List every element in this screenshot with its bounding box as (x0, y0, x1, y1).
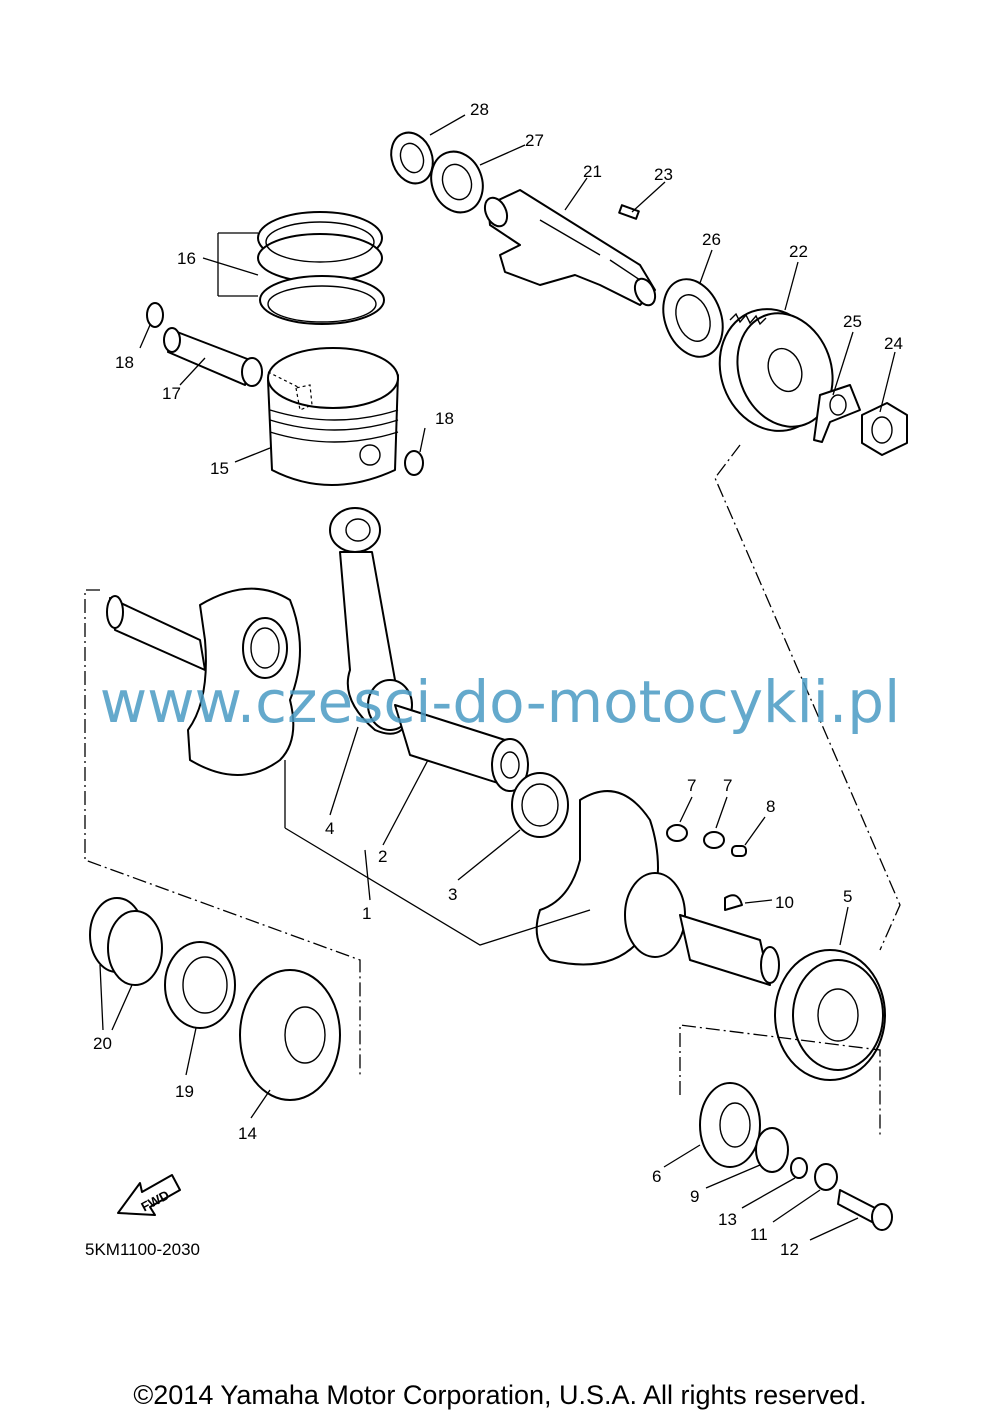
callout-1: 1 (362, 904, 371, 923)
washer-11 (814, 1163, 838, 1191)
pin-8 (731, 845, 747, 857)
lock-washer-25 (813, 384, 861, 443)
connecting-rod-4 (329, 507, 413, 735)
callout-27: 27 (525, 131, 544, 150)
callout-22: 22 (789, 242, 808, 261)
watermark: www.czesci-do-motocykli.pl (99, 668, 901, 736)
circlip-18-lower (404, 450, 424, 476)
nut-24 (861, 402, 908, 456)
callout-7-right: 7 (723, 776, 732, 795)
callout-26: 26 (702, 230, 721, 249)
callout-25: 25 (843, 312, 862, 331)
needle-bearing-3 (511, 772, 569, 838)
bearing-14 (239, 969, 341, 1101)
key-23 (618, 204, 640, 220)
oil-seal-28 (390, 131, 434, 185)
callout-5: 5 (843, 887, 852, 906)
plate-6 (699, 1082, 761, 1168)
callout-15: 15 (210, 459, 229, 478)
copyright-notice: ©2014 Yamaha Motor Corporation, U.S.A. A… (133, 1380, 867, 1410)
callout-7-left: 7 (687, 776, 696, 795)
circlip-9 (755, 1127, 789, 1173)
diagram-code: 5KM1100-2030 (85, 1240, 200, 1259)
circlip-18-upper (146, 302, 164, 328)
callout-28: 28 (470, 100, 489, 119)
reference-line-right (714, 444, 901, 951)
callout-18-upper: 18 (115, 353, 134, 372)
bolt-12 (837, 1189, 893, 1231)
callout-10: 10 (775, 893, 794, 912)
crank-right-half (535, 790, 780, 986)
bearing-26 (662, 278, 724, 358)
shims-20 (89, 897, 163, 986)
callout-4: 4 (325, 819, 334, 838)
callout-21: 21 (583, 162, 602, 181)
callout-16: 16 (177, 249, 196, 268)
callout-8: 8 (766, 797, 775, 816)
callout-11: 11 (750, 1225, 768, 1244)
callout-13: 13 (718, 1210, 737, 1229)
callout-3: 3 (448, 885, 457, 904)
callout-24: 24 (884, 334, 903, 353)
callout-18-lower: 18 (435, 409, 454, 428)
callout-2: 2 (378, 847, 387, 866)
key-10 (724, 894, 743, 911)
piston-15 (267, 347, 399, 486)
piston-rings-16 (257, 211, 385, 325)
primary-gear-5 (774, 949, 886, 1081)
oring-13 (790, 1157, 808, 1179)
piston-pin-17 (163, 327, 263, 387)
callout-14: 14 (238, 1124, 257, 1143)
callout-19: 19 (175, 1082, 194, 1101)
callout-6: 6 (652, 1167, 661, 1186)
leader-lines (99, 114, 896, 1241)
bearing-27 (430, 150, 484, 214)
callout-12: 12 (780, 1240, 799, 1259)
callout-20: 20 (93, 1034, 112, 1053)
crank-pin-2 (394, 704, 529, 792)
callout-9: 9 (690, 1187, 699, 1206)
fwd-arrow-icon: FWD (117, 1174, 181, 1216)
bush-19 (164, 941, 236, 1029)
reference-line-left (84, 589, 361, 1075)
springs-7 (666, 824, 725, 849)
balancer-gear-22 (718, 308, 834, 432)
balancer-shaft-21 (483, 189, 657, 307)
callout-23: 23 (654, 165, 673, 184)
crank-left-half (106, 587, 301, 776)
callout-17: 17 (162, 384, 181, 403)
reference-line-bottom-right (679, 1024, 881, 1135)
